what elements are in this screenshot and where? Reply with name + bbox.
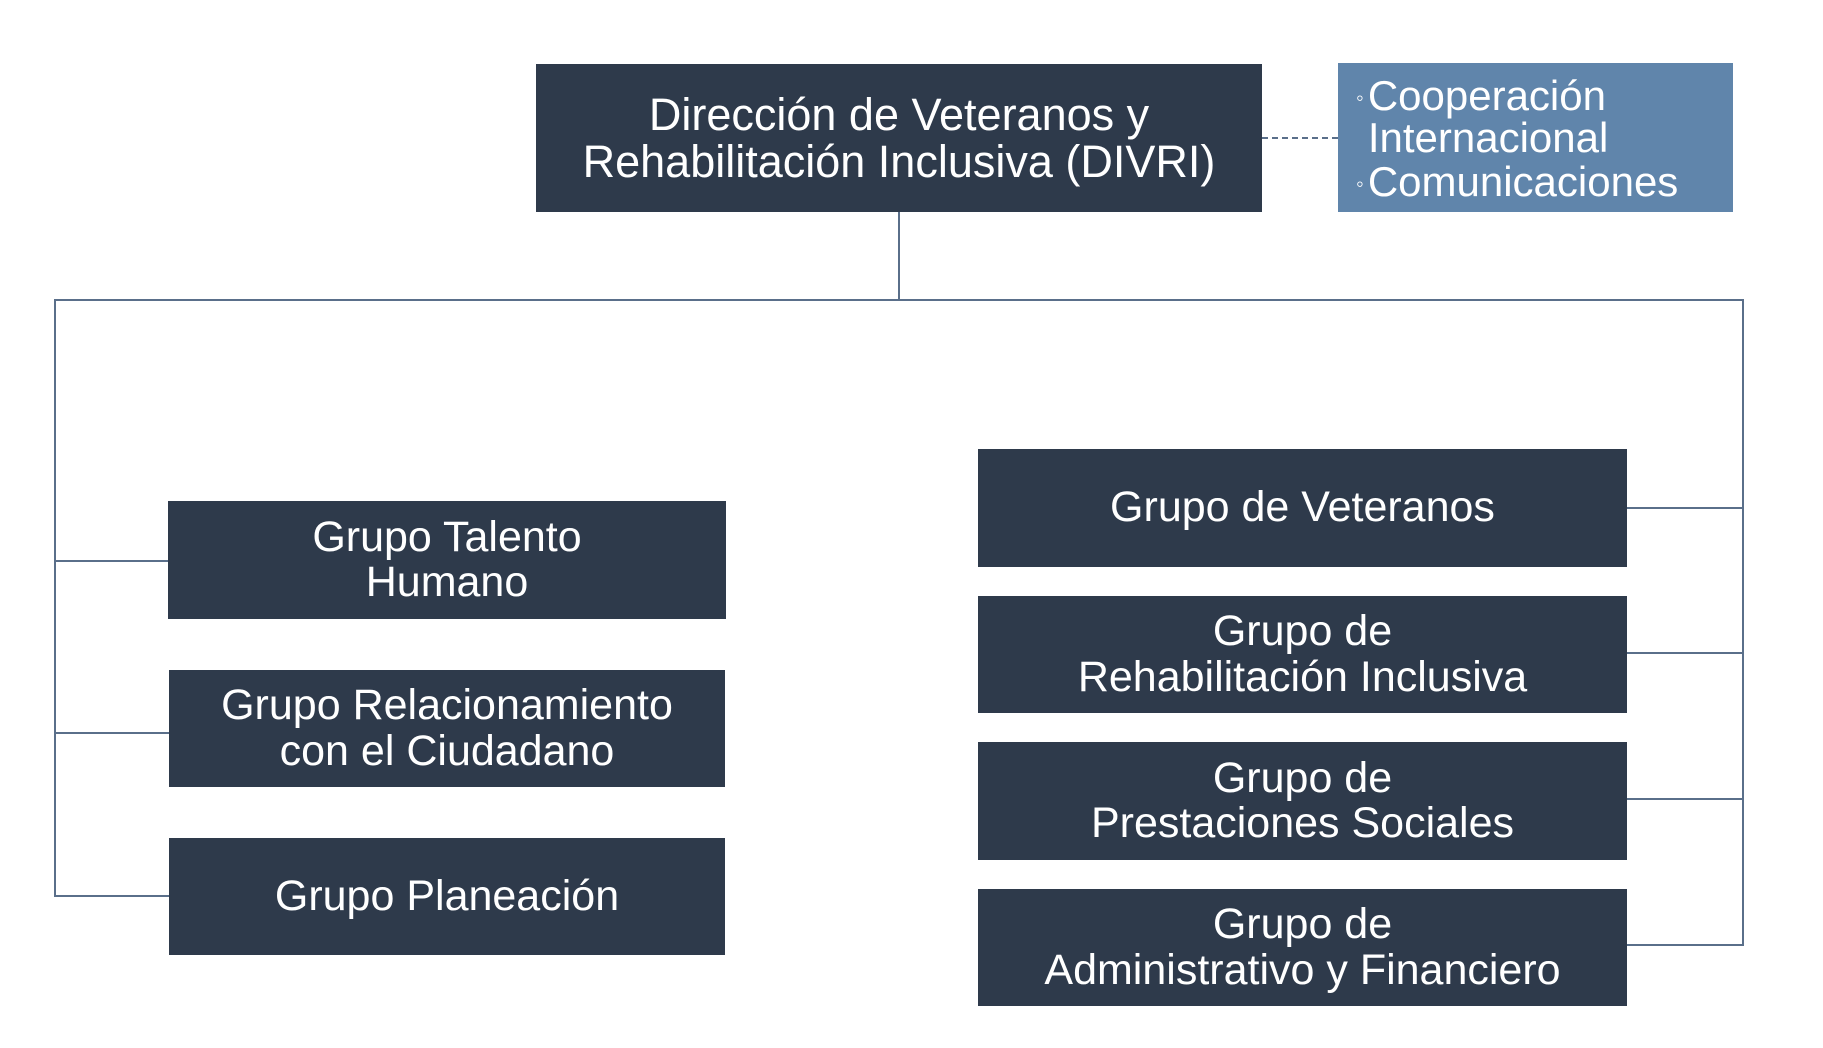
advisory-dashed-connector: [1262, 137, 1338, 139]
advisory-node: ◦ Cooperación Internacional ◦ Comunicaci…: [1338, 63, 1733, 212]
advisory-item: ◦ Comunicaciones: [1356, 161, 1733, 203]
group-node-planeacion: Grupo Planeación: [169, 838, 725, 955]
root-stem-line: [898, 212, 900, 301]
group-node-prestaciones: Grupo de Prestaciones Sociales: [978, 742, 1627, 860]
group-label: Grupo Talento Humano: [312, 512, 582, 606]
right-connector: [1627, 944, 1744, 946]
right-connector: [1627, 652, 1744, 654]
left-vertical-line: [54, 299, 56, 897]
right-connector: [1627, 507, 1744, 509]
advisory-item-label: Cooperación Internacional: [1367, 72, 1609, 161]
group-label: Grupo de Prestaciones Sociales: [1090, 753, 1515, 847]
group-node-relacionamiento: Grupo Relacionamiento con el Ciudadano: [169, 670, 725, 787]
advisory-item-label: Comunicaciones: [1367, 158, 1679, 205]
bullet-icon: ◦: [1356, 85, 1364, 110]
right-connector: [1627, 798, 1744, 800]
group-node-talento-humano: Grupo Talento Humano: [168, 501, 726, 619]
root-label: Dirección de Veteranos y Rehabilitación …: [582, 88, 1216, 187]
main-horizontal-line: [54, 299, 1744, 301]
left-connector: [54, 895, 169, 897]
advisory-item: ◦ Cooperación Internacional: [1356, 75, 1733, 159]
group-label: Grupo de Rehabilitación Inclusiva: [1077, 607, 1528, 701]
group-label: Grupo Planeación: [274, 871, 620, 920]
bullet-icon: ◦: [1356, 171, 1364, 196]
group-node-veteranos: Grupo de Veteranos: [978, 449, 1627, 567]
group-node-administrativo: Grupo de Administrativo y Financiero: [978, 889, 1627, 1006]
group-label: Grupo Relacionamiento con el Ciudadano: [221, 681, 673, 775]
group-label: Grupo de Veteranos: [1110, 483, 1495, 532]
left-connector: [54, 560, 168, 562]
group-label: Grupo de Administrativo y Financiero: [1044, 900, 1561, 994]
group-node-rehabilitacion: Grupo de Rehabilitación Inclusiva: [978, 596, 1627, 713]
left-connector: [54, 732, 169, 734]
root-node: Dirección de Veteranos y Rehabilitación …: [536, 64, 1262, 212]
right-vertical-line: [1742, 299, 1744, 946]
